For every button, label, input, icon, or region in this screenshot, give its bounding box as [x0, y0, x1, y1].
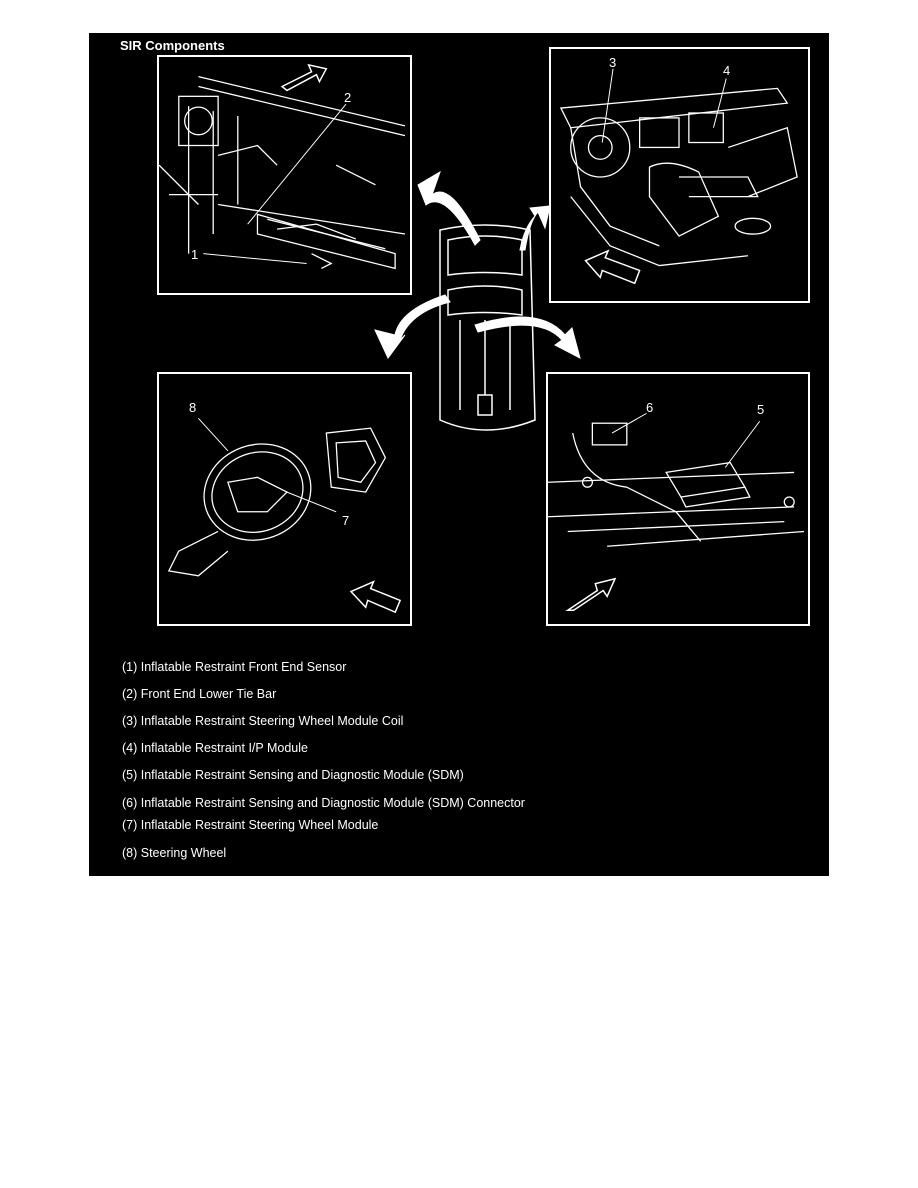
callout-3: 3: [609, 55, 617, 70]
legend-item-8: (8) Steering Wheel: [122, 846, 227, 860]
callout-2: 2: [344, 90, 352, 105]
legend-item-2: (2) Front End Lower Tie Bar: [122, 687, 277, 701]
callout-1: 1: [191, 247, 199, 262]
panel-instrument-panel: [549, 47, 810, 303]
callout-6: 6: [646, 400, 654, 415]
panel-steering-wheel: [157, 372, 412, 626]
callout-5: 5: [757, 402, 765, 417]
front-end-illustration: [159, 63, 406, 270]
legend-item-1: (1) Inflatable Restraint Front End Senso…: [122, 660, 347, 674]
callout-7: 7: [342, 513, 350, 528]
panel-sdm: [546, 372, 810, 626]
legend-item-5: (5) Inflatable Restraint Sensing and Dia…: [122, 768, 464, 782]
legend-item-7: (7) Inflatable Restraint Steering Wheel …: [122, 818, 379, 832]
instrument-panel-illustration: [559, 68, 798, 285]
legend-item-4: (4) Inflatable Restraint I/P Module: [122, 741, 308, 755]
legend-item-3: (3) Inflatable Restraint Steering Wheel …: [122, 714, 404, 728]
legend-item-6: (6) Inflatable Restraint Sensing and Dia…: [122, 796, 525, 810]
steering-wheel-illustration: [167, 417, 402, 614]
sdm-illustration: [548, 412, 805, 611]
callout-8: 8: [189, 400, 197, 415]
panel-front-end: [157, 55, 412, 295]
diagram-title: SIR Components: [120, 38, 225, 53]
callout-4: 4: [723, 63, 731, 78]
